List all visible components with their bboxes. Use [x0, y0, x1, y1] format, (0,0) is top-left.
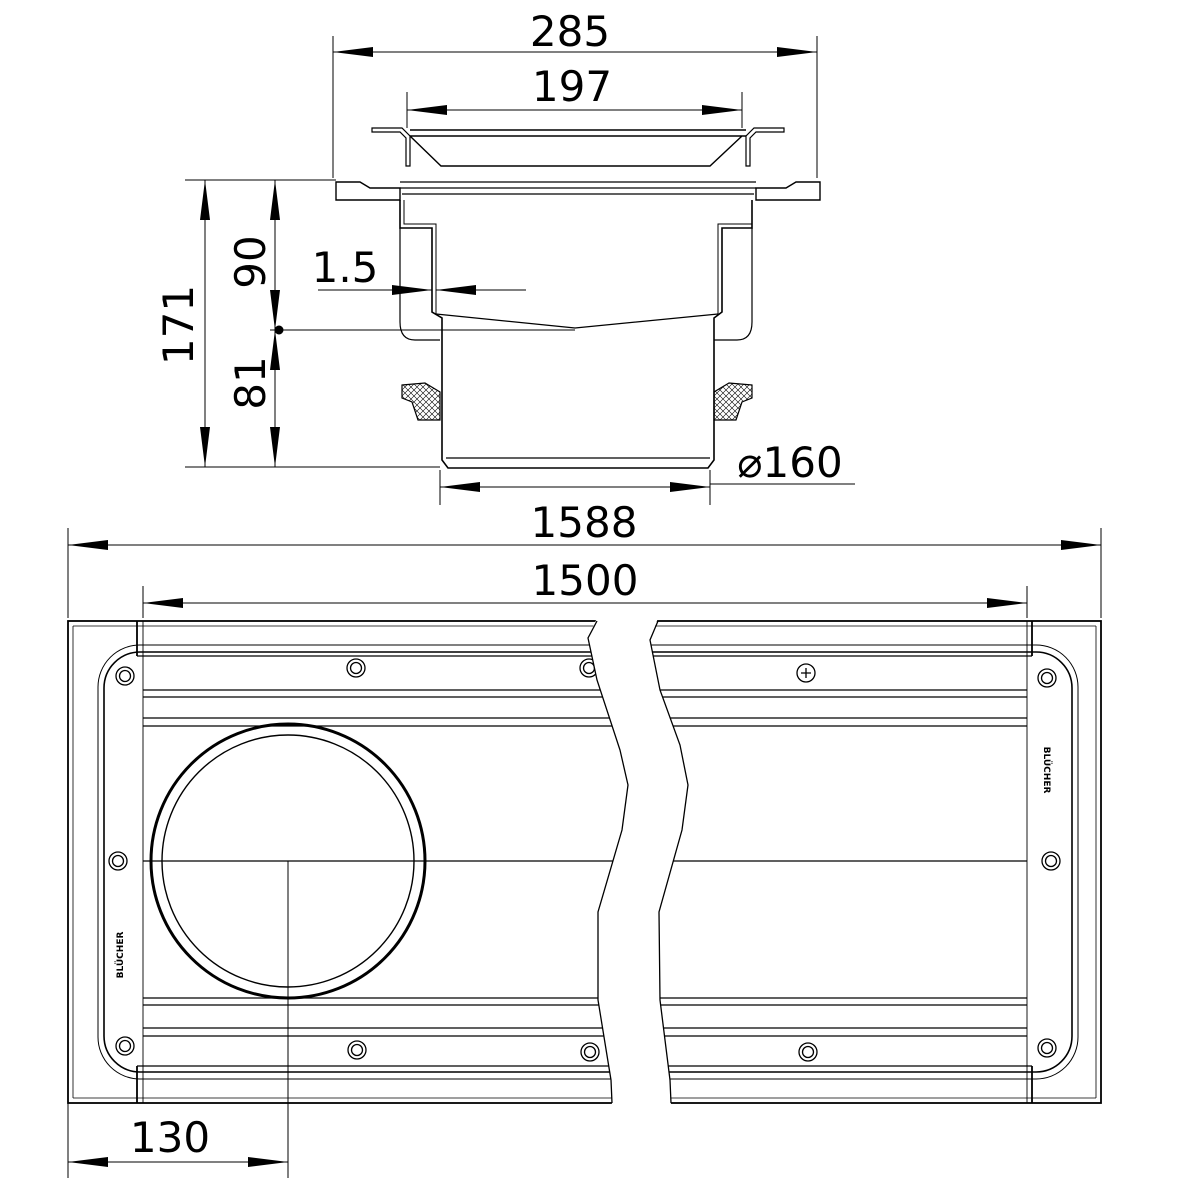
dim-flange-width: 285: [530, 7, 610, 56]
section-view: [335, 127, 821, 469]
dim-total-height: 171: [154, 285, 203, 365]
brand-mark-left: BLÜCHER: [115, 932, 126, 979]
plan-view: [67, 618, 1102, 1106]
dim-outlet-diameter: ⌀160: [737, 438, 842, 487]
screw-holes: [108, 658, 1061, 1062]
plan-dimensions: [67, 528, 1102, 1178]
dim-grate-width: 197: [532, 62, 612, 111]
brand-mark-right: BLÜCHER: [1041, 747, 1052, 794]
dim-wall-thickness: 1.5: [312, 243, 379, 292]
dim-overall-length: 1588: [531, 498, 638, 547]
dim-outlet-offset: 130: [130, 1113, 210, 1162]
dim-lower-height: 81: [226, 356, 275, 409]
section-dimensions: [185, 36, 855, 505]
dim-channel-length: 1500: [532, 556, 639, 605]
dim-upper-height: 90: [226, 235, 275, 288]
break-gap: [588, 618, 688, 1106]
